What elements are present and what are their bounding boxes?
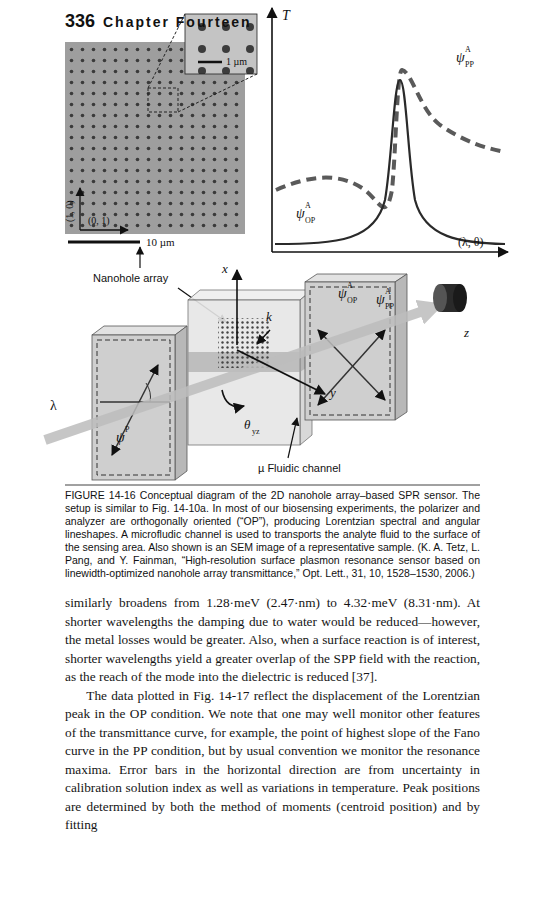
angle-label: ψ <box>376 292 385 308</box>
running-head: Chapter Fourteen <box>103 14 252 30</box>
lorentzian-curve <box>275 80 505 244</box>
angle-label-sup: A <box>347 281 353 290</box>
plot-axis <box>271 8 273 252</box>
axis-label: T <box>282 8 290 24</box>
polarizer-panel <box>175 326 187 480</box>
axis-label: z <box>464 326 469 341</box>
body-paragraph: similarly broadens from 1.28·meV (2.47·n… <box>65 594 480 687</box>
lattice-arrow <box>79 188 80 230</box>
curve-label: ψ <box>456 50 465 66</box>
rotation-arc <box>222 390 244 407</box>
axis-label: x <box>222 262 228 277</box>
polarizer-panel <box>92 326 187 335</box>
detector <box>433 284 447 312</box>
angle-label-sub: PP <box>385 302 394 311</box>
k-arrow <box>257 330 270 344</box>
analyzer-panel <box>305 274 407 282</box>
curve-label: ψ <box>296 206 305 222</box>
scale-label: 10 µm <box>146 236 175 249</box>
curve-label-sup: A <box>305 201 311 210</box>
analyzer-panel <box>395 274 407 420</box>
zoom-line <box>178 74 257 112</box>
lattice-arrow <box>80 229 128 230</box>
part-label: Nanohole array <box>93 272 168 285</box>
detector <box>453 284 467 312</box>
sample-panel <box>188 290 312 300</box>
leader-line <box>288 418 297 458</box>
curve-label-sub: PP <box>465 60 474 69</box>
lattice-direction: (0, 1) <box>88 215 110 227</box>
angle-label-sub: yz <box>252 427 260 436</box>
curve-label-sup: A <box>465 45 471 54</box>
part-label: µ Fluidic channel <box>258 462 341 475</box>
angle-label: ψ <box>116 430 125 446</box>
plot-axis <box>272 251 508 253</box>
light-beam <box>45 308 432 440</box>
nanohole-grid <box>218 318 270 368</box>
angle-label-sup: A <box>385 287 391 296</box>
body-paragraph: The data plotted in Fig. 14-17 reflect t… <box>65 687 480 835</box>
lattice-direction: (1, 0) <box>64 200 76 222</box>
angle-label: θ <box>244 418 250 433</box>
fano-curve <box>276 70 505 207</box>
scale-bar <box>198 61 222 64</box>
angle-label-sub: OP <box>347 296 357 305</box>
axis-arrow <box>237 350 325 394</box>
scale-bar <box>68 241 140 244</box>
analyzer-frame <box>310 287 390 415</box>
scale-label: 1 µm <box>226 56 247 68</box>
axis-arrow <box>236 270 238 345</box>
zoom-box <box>148 88 178 112</box>
curve-label-sub: OP <box>305 216 315 225</box>
caption-rule <box>65 485 480 486</box>
angle-label-sup: P <box>125 425 129 434</box>
leader-line <box>139 247 140 268</box>
figure-caption: FIGURE 14-16 Conceptual diagram of the 2… <box>65 489 480 580</box>
axis-label: (λ, θ) <box>458 236 484 250</box>
wavevector-label: k <box>266 310 272 325</box>
wavelength-label: λ <box>50 398 57 414</box>
page-number: 336 <box>65 11 95 32</box>
angle-label: ψ <box>338 286 347 302</box>
axis-label: y <box>330 386 336 401</box>
